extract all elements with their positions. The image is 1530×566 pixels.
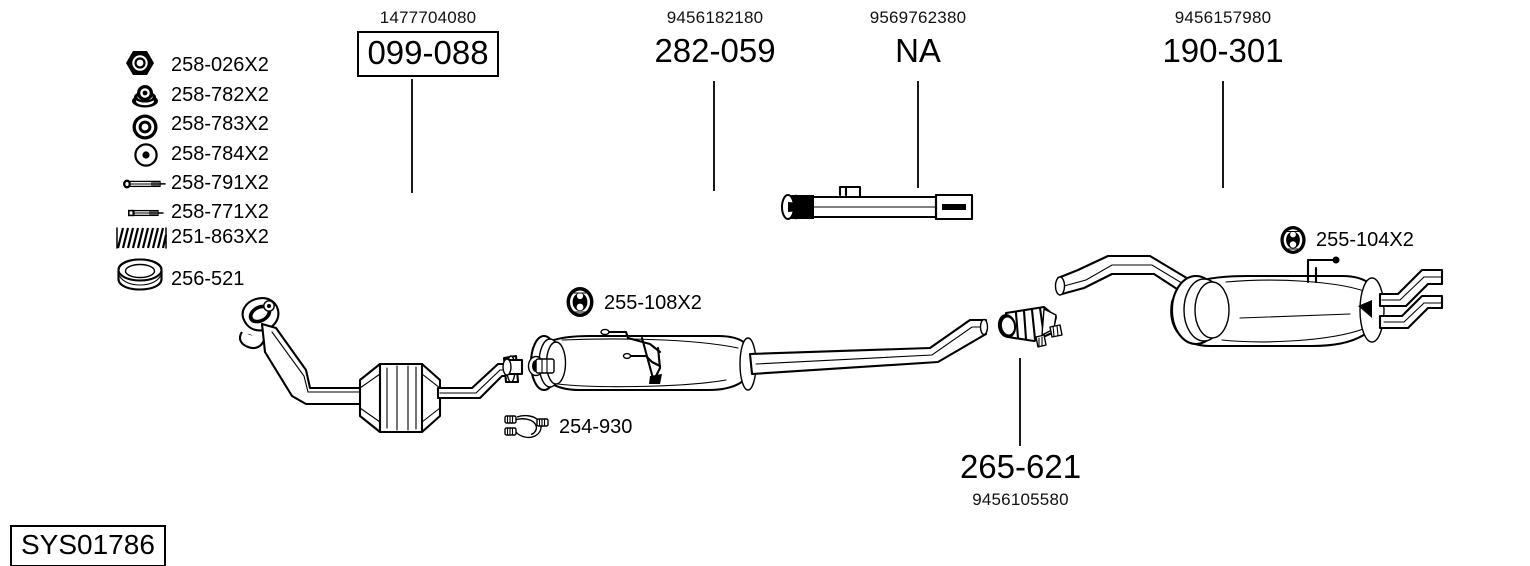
catalytic-converter-graphic xyxy=(232,292,532,452)
system-code-badge[interactable]: SYS01786 xyxy=(10,525,166,566)
fitting-label-251-863X2: 251-863X2 xyxy=(171,226,269,248)
fitting-label-258-026X2: 258-026X2 xyxy=(171,54,269,76)
connecting-pipe-graphic xyxy=(780,185,980,230)
washer-ring-icon xyxy=(131,113,159,141)
inline-label-255-108X2: 255-108X2 xyxy=(604,292,702,314)
part-label-group-flex-connector: 265-621 9456105580 xyxy=(938,448,1103,510)
part-label-group-rear-silencer: 9456157980 190-301 xyxy=(1143,8,1303,70)
inline-label-255-104X2: 255-104X2 xyxy=(1316,229,1414,251)
centre-silencer-graphic xyxy=(500,318,1000,413)
rubber-hanger-icon-centre xyxy=(565,286,595,318)
leader-line-catalytic-converter xyxy=(411,79,413,193)
part-number-connecting-pipe[interactable]: NA xyxy=(895,32,941,69)
part-label-group-centre-silencer: 9456182180 282-059 xyxy=(635,8,795,70)
part-label-group-catalytic-converter: 1477704080 099-088 xyxy=(348,8,508,77)
bolt-long-icon xyxy=(122,177,166,191)
part-number-catalytic-converter[interactable]: 099-088 xyxy=(357,31,499,77)
leader-line-flex-connector xyxy=(1019,358,1021,446)
flex-connector-graphic xyxy=(992,303,1064,355)
fitting-label-258-783X2: 258-783X2 xyxy=(171,113,269,135)
fitting-label-258-771X2: 258-771X2 xyxy=(171,201,269,223)
spring-icon xyxy=(114,225,170,251)
part-number-rear-silencer[interactable]: 190-301 xyxy=(1162,32,1284,69)
fitting-label-258-782X2: 258-782X2 xyxy=(171,84,269,106)
leader-line-connecting-pipe xyxy=(917,81,919,188)
rubber-mount-icon xyxy=(130,83,160,109)
fitting-label-258-791X2: 258-791X2 xyxy=(171,172,269,194)
part-number-flex-connector[interactable]: 265-621 xyxy=(959,448,1082,485)
flat-washer-icon xyxy=(134,143,158,167)
part-number-centre-silencer[interactable]: 282-059 xyxy=(654,32,776,69)
leader-line-centre-silencer xyxy=(713,81,715,191)
pipe-clamp-icon xyxy=(503,412,551,440)
leader-line-rear-silencer xyxy=(1222,81,1224,188)
bolt-short-icon xyxy=(126,206,164,220)
oem-code-flex-connector: 9456105580 xyxy=(972,490,1069,509)
part-label-group-connecting-pipe: 9569762380 NA xyxy=(838,8,998,70)
fitting-label-256-521: 256-521 xyxy=(171,268,245,290)
hex-nut-icon xyxy=(124,50,160,76)
oem-code-rear-silencer: 9456157980 xyxy=(1174,8,1272,27)
oem-code-catalytic-converter: 1477704080 xyxy=(379,8,477,27)
rear-silencer-graphic xyxy=(1050,248,1450,378)
oem-code-centre-silencer: 9456182180 xyxy=(666,8,764,27)
rubber-hanger-icon-rear xyxy=(1279,225,1307,255)
fitting-label-258-784X2: 258-784X2 xyxy=(171,143,269,165)
gasket-ring-icon xyxy=(116,258,164,292)
oem-code-connecting-pipe: 9569762380 xyxy=(869,8,967,27)
inline-label-254-930: 254-930 xyxy=(559,416,633,438)
